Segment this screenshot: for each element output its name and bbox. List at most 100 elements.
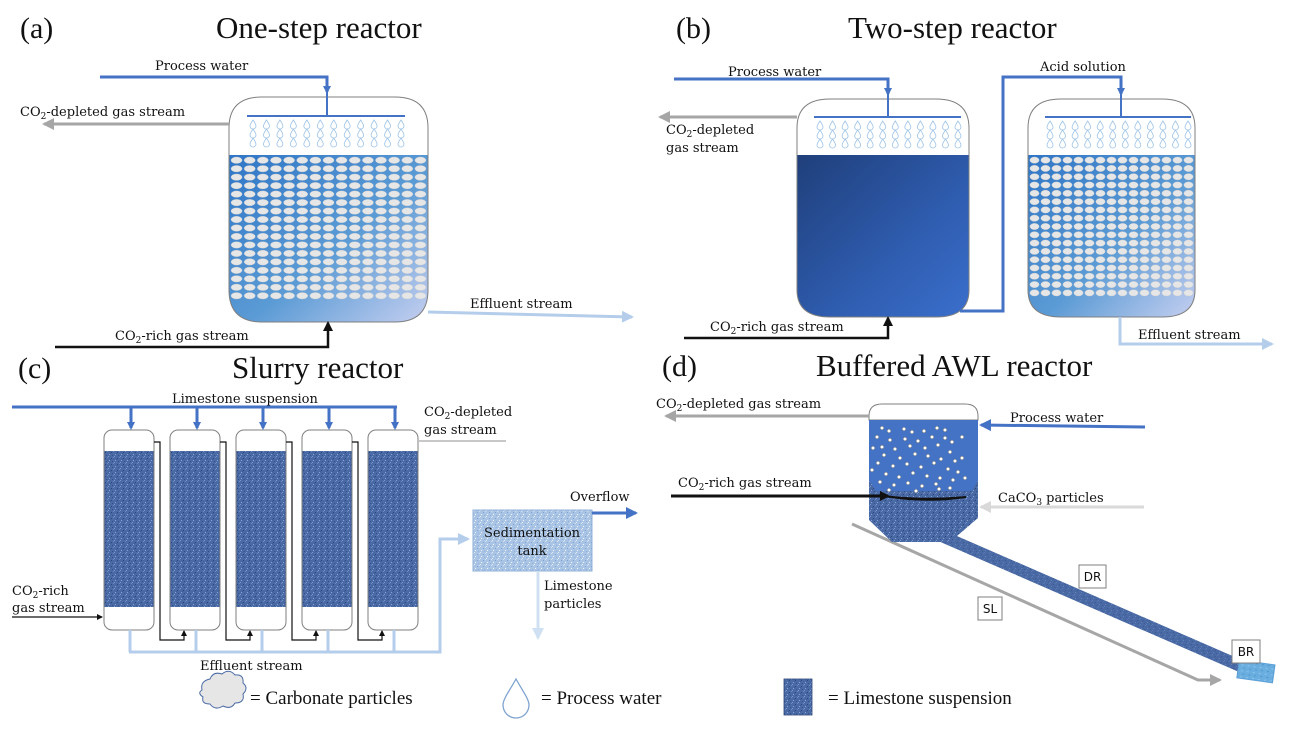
panel-a: (a) One-step reactor Process water CO2-d…	[20, 10, 634, 349]
carbonate-particle	[230, 266, 243, 274]
carbonate-particle	[1084, 156, 1095, 164]
carbonate-particle	[1095, 256, 1106, 264]
carbonate-particle	[1040, 181, 1051, 189]
carbonate-particle	[349, 182, 361, 190]
carbonate-particle	[1073, 198, 1084, 205]
carbonate-particle	[388, 241, 400, 249]
carbonate-particle	[1029, 181, 1040, 189]
carbonate-particle	[335, 275, 348, 283]
bubble	[943, 428, 948, 433]
carbonate-particle	[1172, 165, 1183, 172]
carbonate-particle	[1095, 206, 1106, 214]
gas-connector	[286, 441, 319, 641]
carbonate-particle	[1128, 206, 1139, 214]
carbonate-particle	[1062, 173, 1073, 181]
carbonate-particle	[296, 199, 308, 207]
carbonate-particle	[322, 241, 335, 249]
legend-item-water: = Process water	[502, 677, 662, 719]
carbonate-particle	[283, 249, 295, 257]
carbonate-particle	[283, 182, 295, 190]
carbonate-particle	[335, 190, 348, 198]
carbonate-particle	[1073, 289, 1084, 297]
carbonate-particle	[243, 199, 256, 207]
carbonate-particle	[257, 207, 269, 215]
carbonate-particle	[1150, 156, 1161, 164]
carbonate-particle	[362, 275, 374, 283]
carbonate-particle	[1183, 165, 1194, 172]
bubble	[946, 467, 951, 472]
carbonate-particle	[230, 249, 243, 257]
carbonate-particle	[257, 182, 269, 190]
bubble	[956, 470, 961, 475]
carbonate-particle	[335, 283, 348, 291]
carbonate-particle	[322, 182, 335, 190]
carbonate-particle	[414, 249, 427, 257]
carbonate-particle	[1040, 231, 1051, 239]
carbonate-particle	[1084, 272, 1095, 280]
carbonate-particle	[401, 241, 414, 249]
carbonate-particle	[1106, 256, 1117, 264]
carbonate-particle	[375, 292, 387, 300]
carbonate-particle	[1040, 206, 1051, 214]
droplet-icon	[397, 137, 405, 148]
process-water-arrow	[979, 419, 1146, 432]
carbonate-particle	[401, 275, 414, 283]
carbonate-particle	[270, 275, 282, 283]
carbonate-particle	[349, 258, 361, 266]
carbonate-particle	[1183, 281, 1194, 288]
carbonate-particle	[1183, 181, 1194, 189]
droplet-icon	[343, 137, 351, 148]
carbonate-particle	[309, 241, 322, 249]
bubble	[875, 435, 880, 440]
carbonate-particle	[1062, 165, 1073, 172]
carbonate-particle	[1117, 181, 1128, 189]
carbonate-particle	[362, 224, 374, 232]
droplet-icon	[954, 138, 962, 149]
carbonate-particle	[1073, 256, 1084, 264]
second-step-vessel	[1027, 94, 1196, 318]
carbonate-particle	[1183, 156, 1194, 164]
process-water-line	[674, 77, 892, 96]
carbonate-particle	[401, 173, 414, 181]
carbonate-particle	[243, 182, 256, 190]
carbonate-particle	[257, 266, 269, 274]
co2-depleted-gas-label-line2: gas stream	[666, 141, 739, 156]
bubble	[934, 482, 939, 487]
carbonate-particle	[349, 173, 361, 181]
carbonate-particle	[1084, 264, 1095, 272]
carbonate-particle	[1084, 165, 1095, 172]
carbonate-particle	[270, 199, 282, 207]
bubble	[916, 439, 921, 444]
slurry-column	[301, 407, 385, 652]
carbonate-particle	[401, 233, 414, 240]
carbonate-particle	[362, 249, 374, 257]
carbonate-particle	[1040, 272, 1051, 280]
carbonate-particle	[375, 165, 387, 173]
carbonate-particle	[375, 216, 387, 223]
carbonate-particle	[243, 156, 256, 164]
carbonate-particle	[349, 165, 361, 173]
carbonate-particle	[388, 258, 400, 266]
carbonate-particle	[388, 156, 400, 164]
carbonate-particle	[1183, 173, 1194, 181]
carbonate-particle	[1139, 231, 1150, 239]
carbonate-particle	[1161, 248, 1172, 255]
carbonate-particle	[243, 233, 256, 240]
carbonate-particle	[1084, 231, 1095, 239]
carbonate-particle	[1106, 289, 1117, 297]
carbonate-particle	[349, 233, 361, 240]
carbonate-particle	[309, 233, 322, 240]
carbonate-particle	[1139, 272, 1150, 280]
carbonate-particle	[1183, 198, 1194, 205]
panel-d-letter: (d)	[662, 350, 697, 383]
carbonate-particle	[1150, 281, 1161, 288]
carbonate-particle	[414, 241, 427, 249]
carbonate-particle	[1095, 248, 1106, 255]
carbonate-particle	[362, 190, 374, 198]
carbonate-particle	[270, 266, 282, 274]
sl-label-box: SL	[977, 596, 1003, 621]
effluent-stream-arrow	[1118, 317, 1274, 350]
legend-label: = Process water	[541, 688, 662, 709]
carbonate-particle	[335, 233, 348, 240]
carbonate-particle	[1073, 156, 1084, 164]
